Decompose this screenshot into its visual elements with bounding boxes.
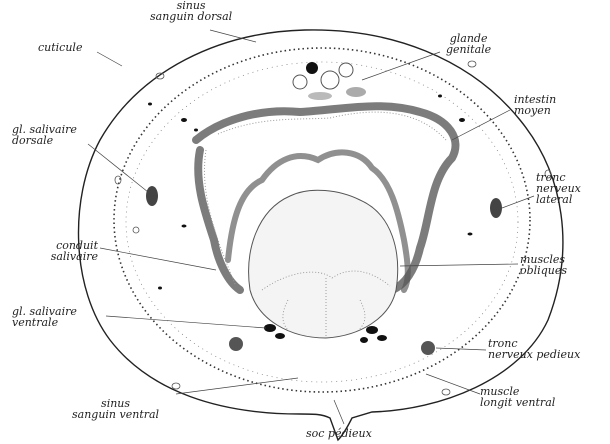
lateral-nerve-left [146, 186, 158, 206]
gonad [293, 62, 366, 100]
label-line: cuticule [38, 42, 82, 53]
label-line: genitale [446, 44, 491, 55]
label-line: soc pédieux [306, 428, 372, 439]
label-line: sanguin dorsal [150, 11, 232, 22]
pedal-nerve-left [229, 337, 243, 351]
label-line: sanguin ventral [72, 409, 159, 420]
label-sinus-sanguin-dorsal: sinus sanguin dorsal [150, 0, 232, 22]
label-intestin-moyen: intestin moyen [514, 94, 556, 116]
central-mass [249, 190, 398, 338]
label-tronc-nerveux-lateral: tronc nerveux lateral [536, 172, 581, 205]
label-line: moyen [514, 105, 556, 116]
label-cuticule: cuticule [38, 42, 82, 53]
label-line: longit ventral [480, 397, 555, 408]
label-tronc-nerveux-pedieux: tronc nerveux pedieux [488, 338, 580, 360]
label-muscles-obliques: muscles obliques [520, 254, 567, 276]
label-soc-pedieux: soc pédieux [306, 428, 372, 439]
label-line: dorsale [12, 135, 77, 146]
label-line: obliques [520, 265, 567, 276]
label-gl-salivaire-ventrale: gl. salivaire ventrale [12, 306, 77, 328]
label-conduit-salivaire: conduit salivaire [30, 240, 98, 262]
pedal-nerve-right [421, 341, 435, 355]
label-line: ventrale [12, 317, 77, 328]
label-muscle-longit-ventral: muscle longit ventral [480, 386, 555, 408]
label-gl-salivaire-dorsale: gl. salivaire dorsale [12, 124, 77, 146]
label-line: salivaire [30, 251, 98, 262]
label-line: lateral [536, 194, 581, 205]
label-glande-genitale: glande genitale [446, 33, 491, 55]
label-line: nerveux pedieux [488, 349, 580, 360]
label-sinus-sanguin-ventral: sinus sanguin ventral [72, 398, 159, 420]
lateral-nerve-right [490, 198, 502, 218]
